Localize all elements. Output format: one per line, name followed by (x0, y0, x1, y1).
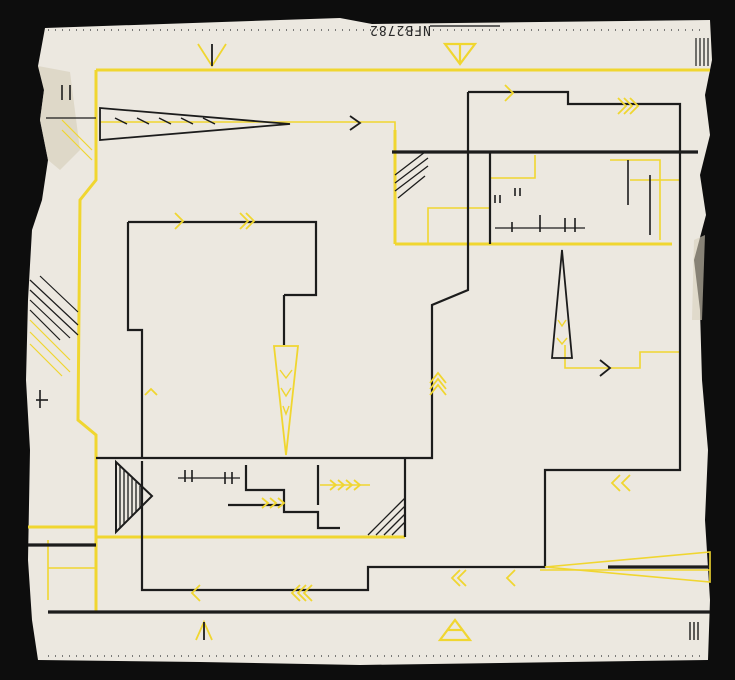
paper-sheet (26, 18, 712, 665)
tick-marks (36, 85, 651, 484)
edge-marker-top (442, 42, 478, 66)
hatch-box-bottom (367, 497, 406, 536)
edge-marker-bottom-right (689, 622, 699, 640)
yellow-chevrons (144, 84, 640, 602)
yellow-circuit (28, 68, 710, 614)
reference-number: NFB2782 (369, 22, 431, 37)
hatch-block-top-right (695, 38, 709, 66)
yellow-spike-bottom-right (544, 551, 711, 583)
edge-marker-bottom-left (195, 619, 213, 641)
black-fan-triangle (115, 459, 154, 535)
black-chevrons (349, 115, 612, 377)
hatch-cluster-left (29, 275, 79, 341)
edge-marker-bottom (437, 618, 473, 642)
hatch-box-right (394, 151, 429, 199)
black-spike-left (99, 107, 291, 141)
black-circuit (96, 90, 682, 592)
black-heavy-lines (28, 150, 710, 614)
edge-marker-top-left (197, 43, 227, 68)
yellow-spike-center (272, 345, 300, 456)
black-spike-right (551, 249, 573, 359)
stain (692, 235, 705, 320)
yellow-thin-lines (47, 121, 710, 600)
hatch-cluster-left-yellow (29, 119, 93, 377)
